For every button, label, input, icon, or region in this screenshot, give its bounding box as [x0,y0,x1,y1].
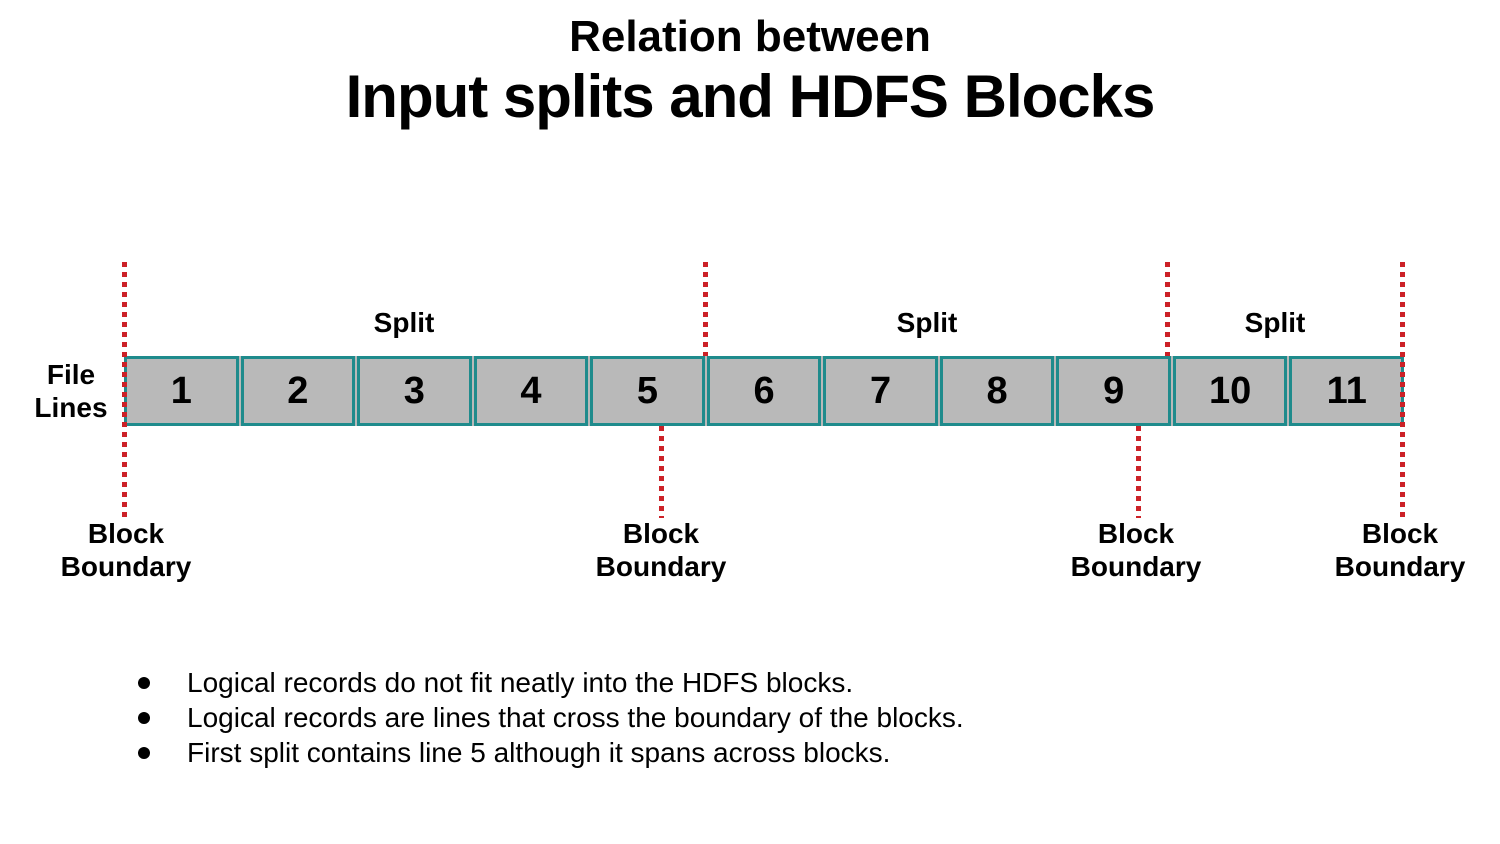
block-boundary-line-2 [659,426,664,518]
block-boundary-label-line2: Boundary [1334,551,1466,582]
block-boundary-line-1 [122,262,127,518]
note-item-1: Logical records do not fit neatly into t… [138,669,964,697]
note-text: First split contains line 5 although it … [187,737,891,768]
note-text: Logical records do not fit neatly into t… [187,667,854,698]
note-text: Logical records are lines that cross the… [187,702,964,733]
split-end-line-2 [703,262,708,356]
split-label-3: Split [1244,307,1306,338]
block-boundary-label-line1: Block [622,518,700,549]
bullet-icon [138,747,150,759]
bullet-icon [138,712,150,724]
file-lines-label-line2: Lines [34,392,108,423]
file-lines-label: File Lines [11,358,131,424]
file-line-cell-9: 9 [1056,356,1171,426]
file-line-cell-10: 10 [1172,356,1288,426]
file-line-cell-5: 5 [590,356,705,426]
bullet-icon [138,677,150,689]
file-lines-label-line1: File [46,359,96,390]
note-item-3: First split contains line 5 although it … [138,739,964,767]
title-line-2: Input splits and HDFS Blocks [345,63,1156,130]
diagram-title: Relation between Input splits and HDFS B… [0,10,1500,130]
split-end-line-3 [1165,262,1170,356]
block-boundary-label-line1: Block [1361,518,1439,549]
file-line-cell-4: 4 [473,356,589,426]
split-label-2: Split [896,307,958,338]
file-line-cell-6: 6 [706,356,822,426]
file-line-cell-8: 8 [939,356,1055,426]
file-line-cell-11: 11 [1289,356,1405,426]
block-boundary-label-line1: Block [87,518,165,549]
block-boundary-label-line2: Boundary [60,551,192,582]
file-line-cell-3: 3 [357,356,472,426]
notes-list: Logical records do not fit neatly into t… [138,669,964,774]
block-boundary-label-line2: Boundary [1070,551,1202,582]
file-line-cell-2: 2 [240,356,356,426]
block-boundary-line-3 [1136,426,1141,518]
note-item-2: Logical records are lines that cross the… [138,704,964,732]
title-line-1: Relation between [569,12,931,61]
block-boundary-line-4 [1400,262,1405,518]
file-line-cell-7: 7 [823,356,938,426]
block-boundary-label-line1: Block [1097,518,1175,549]
split-label-1: Split [373,307,435,338]
block-boundary-label-line2: Boundary [595,551,727,582]
file-line-cell-1: 1 [124,356,239,426]
